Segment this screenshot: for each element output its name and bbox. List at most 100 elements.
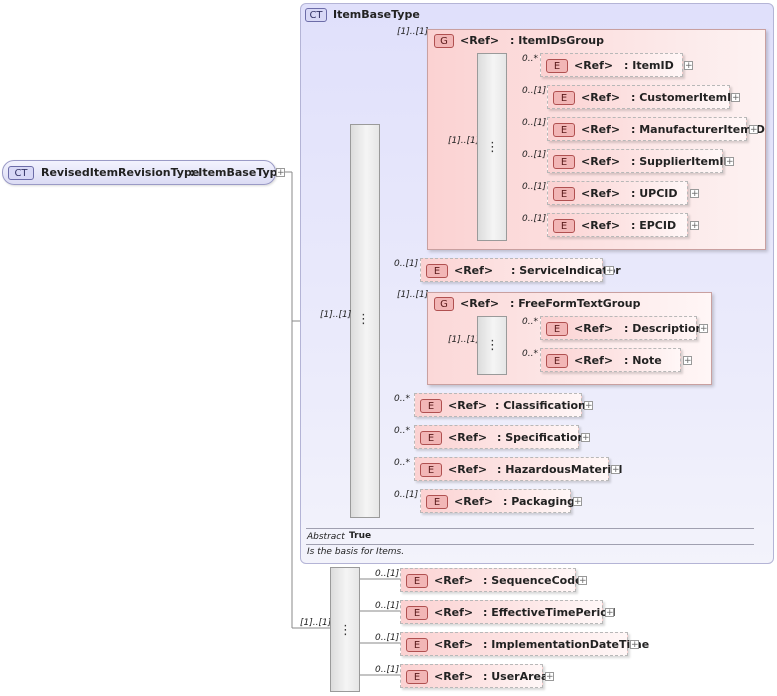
element-badge: E	[420, 399, 442, 413]
extension-sequence-compositor[interactable]: ⋮	[330, 567, 360, 692]
element-name: : EPCID	[631, 219, 677, 232]
cardinality: 0..*	[522, 349, 538, 359]
cardinality: 0..[1]	[522, 150, 547, 160]
expand-icon[interactable]: +	[630, 640, 639, 650]
cardinality: 0..[1]	[522, 86, 547, 96]
element-badge: E	[546, 354, 568, 368]
base-sequence-compositor[interactable]: ⋮	[350, 124, 380, 518]
element-specification[interactable]: E <Ref> : Specification	[414, 425, 585, 449]
expand-icon[interactable]: +	[581, 433, 590, 443]
ref-label: <Ref>	[574, 354, 614, 367]
ref-label: <Ref>	[448, 463, 488, 476]
element-badge: E	[553, 155, 575, 169]
expand-icon[interactable]: +	[699, 324, 708, 334]
group-ref-label: <Ref>	[460, 34, 500, 47]
expand-icon[interactable]: +	[605, 608, 614, 618]
expand-icon[interactable]: +	[584, 401, 593, 411]
expand-icon[interactable]: +	[690, 221, 699, 231]
expand-icon[interactable]: +	[611, 465, 620, 475]
element-name: : Note	[624, 354, 662, 367]
element-service-indicator[interactable]: E <Ref> : ServiceIndicator	[420, 258, 621, 282]
cardinality: 0..[1]	[394, 490, 419, 500]
element-badge: E	[553, 91, 575, 105]
element-name: : SupplierItemID	[631, 155, 733, 168]
element-name: : Classification	[495, 399, 586, 412]
cardinality: 0..[1]	[394, 259, 419, 269]
element-name: : ServiceIndicator	[511, 264, 621, 277]
element-upcid[interactable]: E <Ref> : UPCID	[547, 181, 688, 205]
sequence-icon: ⋮	[486, 140, 499, 155]
element-badge: E	[406, 670, 428, 684]
ref-label: <Ref>	[434, 670, 474, 683]
ref-label: <Ref>	[581, 187, 621, 200]
abstract-label: Abstract	[307, 532, 345, 542]
ref-label: <Ref>	[574, 322, 614, 335]
expand-icon[interactable]: +	[731, 93, 740, 103]
cardinality: [1]..[1]	[320, 310, 352, 320]
element-badge: E	[406, 606, 428, 620]
documentation-text: Is the basis for Items.	[307, 547, 405, 557]
element-note[interactable]: E <Ref> : Note	[540, 348, 681, 372]
element-manufacturer-item-id[interactable]: E <Ref> : ManufacturerItemID	[547, 117, 765, 141]
element-implementation-date-time[interactable]: E <Ref> : ImplementationDateTime	[400, 632, 649, 656]
element-customer-item-id[interactable]: E <Ref> : CustomerItemID	[547, 85, 740, 109]
expand-icon[interactable]: +	[573, 497, 582, 507]
root-complex-type[interactable]: CT RevisedItemRevisionType : ItemBaseTyp…	[2, 160, 285, 185]
element-supplier-item-id[interactable]: E <Ref> : SupplierItemID	[547, 149, 733, 173]
ref-label: <Ref>	[581, 219, 621, 232]
ref-label: <Ref>	[454, 264, 494, 277]
element-badge: E	[553, 123, 575, 137]
expand-icon[interactable]: +	[578, 576, 587, 586]
expand-icon[interactable]: +	[683, 356, 692, 366]
element-name: : CustomerItemID	[631, 91, 741, 104]
element-name: : Packaging	[503, 495, 576, 508]
free-form-sequence-compositor[interactable]: ⋮	[477, 316, 507, 375]
ref-label: <Ref>	[574, 59, 614, 72]
element-badge: E	[546, 59, 568, 73]
element-epcid[interactable]: E <Ref> : EPCID	[547, 213, 688, 237]
root-base-type: : ItemBaseType	[190, 166, 286, 179]
element-badge: E	[553, 187, 575, 201]
cardinality: 0..[1]	[375, 665, 400, 675]
ref-label: <Ref>	[448, 399, 488, 412]
expand-icon[interactable]: +	[545, 672, 554, 682]
sequence-icon: ⋮	[339, 623, 352, 638]
cardinality: [1]..[1]	[300, 618, 332, 628]
cardinality: [1]..[1]	[448, 335, 480, 345]
sequence-icon: ⋮	[357, 312, 370, 327]
element-name: : Specification	[497, 431, 586, 444]
ref-label: <Ref>	[434, 606, 474, 619]
element-badge: E	[420, 431, 442, 445]
expand-icon[interactable]: +	[725, 157, 734, 167]
cardinality: 0..*	[394, 426, 410, 436]
root-type-label: RevisedItemRevisionType	[41, 166, 200, 179]
ids-sequence-compositor[interactable]: ⋮	[477, 53, 507, 241]
expand-icon[interactable]: +	[605, 266, 614, 276]
element-badge: E	[420, 463, 442, 477]
ref-label: <Ref>	[448, 431, 488, 444]
complex-type-badge: CT	[8, 166, 34, 180]
element-packaging[interactable]: E <Ref> : Packaging	[420, 489, 575, 513]
element-classification[interactable]: E <Ref> : Classification	[414, 393, 586, 417]
element-badge: E	[546, 322, 568, 336]
abstract-value: True	[349, 531, 372, 541]
element-user-area[interactable]: E <Ref> : UserArea	[400, 664, 548, 688]
expand-root-icon[interactable]: +	[276, 168, 285, 178]
divider	[306, 544, 754, 545]
element-description[interactable]: E <Ref> : Description	[540, 316, 703, 340]
cardinality: 0..[1]	[375, 633, 400, 643]
element-name: : UPCID	[631, 187, 678, 200]
expand-icon[interactable]: +	[684, 61, 693, 71]
element-effective-time-period[interactable]: E <Ref> : EffectiveTimePeriod	[400, 600, 616, 624]
group-name: : ItemIDsGroup	[510, 34, 604, 47]
element-name: : Description	[624, 322, 704, 335]
element-hazardous-material[interactable]: E <Ref> : HazardousMaterial	[414, 457, 622, 481]
expand-icon[interactable]: +	[690, 189, 699, 199]
element-name: : ManufacturerItemID	[631, 123, 765, 136]
ref-label: <Ref>	[454, 495, 494, 508]
ref-label: <Ref>	[581, 155, 621, 168]
element-item-id[interactable]: E <Ref> : ItemID	[540, 53, 683, 77]
element-sequence-code[interactable]: E <Ref> : SequenceCode	[400, 568, 583, 592]
expand-icon[interactable]: +	[749, 125, 758, 135]
group-name: : FreeFormTextGroup	[510, 297, 641, 310]
